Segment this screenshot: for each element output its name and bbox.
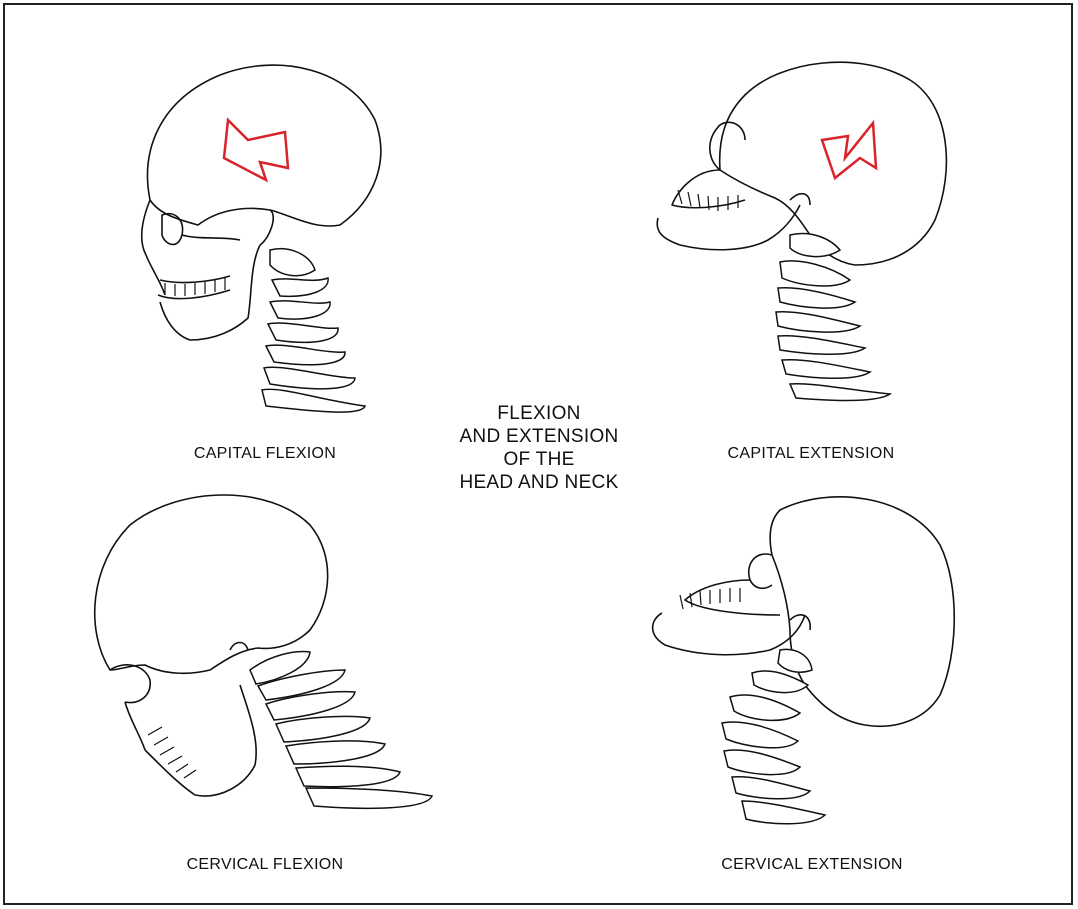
caption-capital-flexion: CAPITAL FLEXION (172, 445, 358, 463)
caption-cervical-extension: CERVICAL EXTENSION (700, 856, 924, 874)
panel-cervical-flexion (70, 480, 450, 820)
title-line: AND EXTENSION (438, 425, 640, 448)
title-line: HEAD AND NECK (438, 471, 640, 494)
figure-title: FLEXION AND EXTENSION OF THE HEAD AND NE… (438, 402, 640, 494)
caption-cervical-flexion: CERVICAL FLEXION (162, 856, 368, 874)
skull-cervical-extension-illustration (640, 485, 970, 850)
title-line: OF THE (438, 448, 640, 471)
rotation-arrow-icon (224, 120, 288, 180)
panel-capital-extension (650, 40, 960, 420)
rotation-arrow-icon (822, 123, 876, 178)
caption-capital-extension: CAPITAL EXTENSION (705, 445, 917, 463)
skull-capital-extension-illustration (650, 40, 960, 420)
title-line: FLEXION (438, 402, 640, 425)
skull-capital-flexion-illustration (120, 40, 400, 430)
skull-cervical-flexion-illustration (70, 480, 450, 820)
panel-cervical-extension (640, 485, 970, 850)
panel-capital-flexion (120, 40, 400, 430)
